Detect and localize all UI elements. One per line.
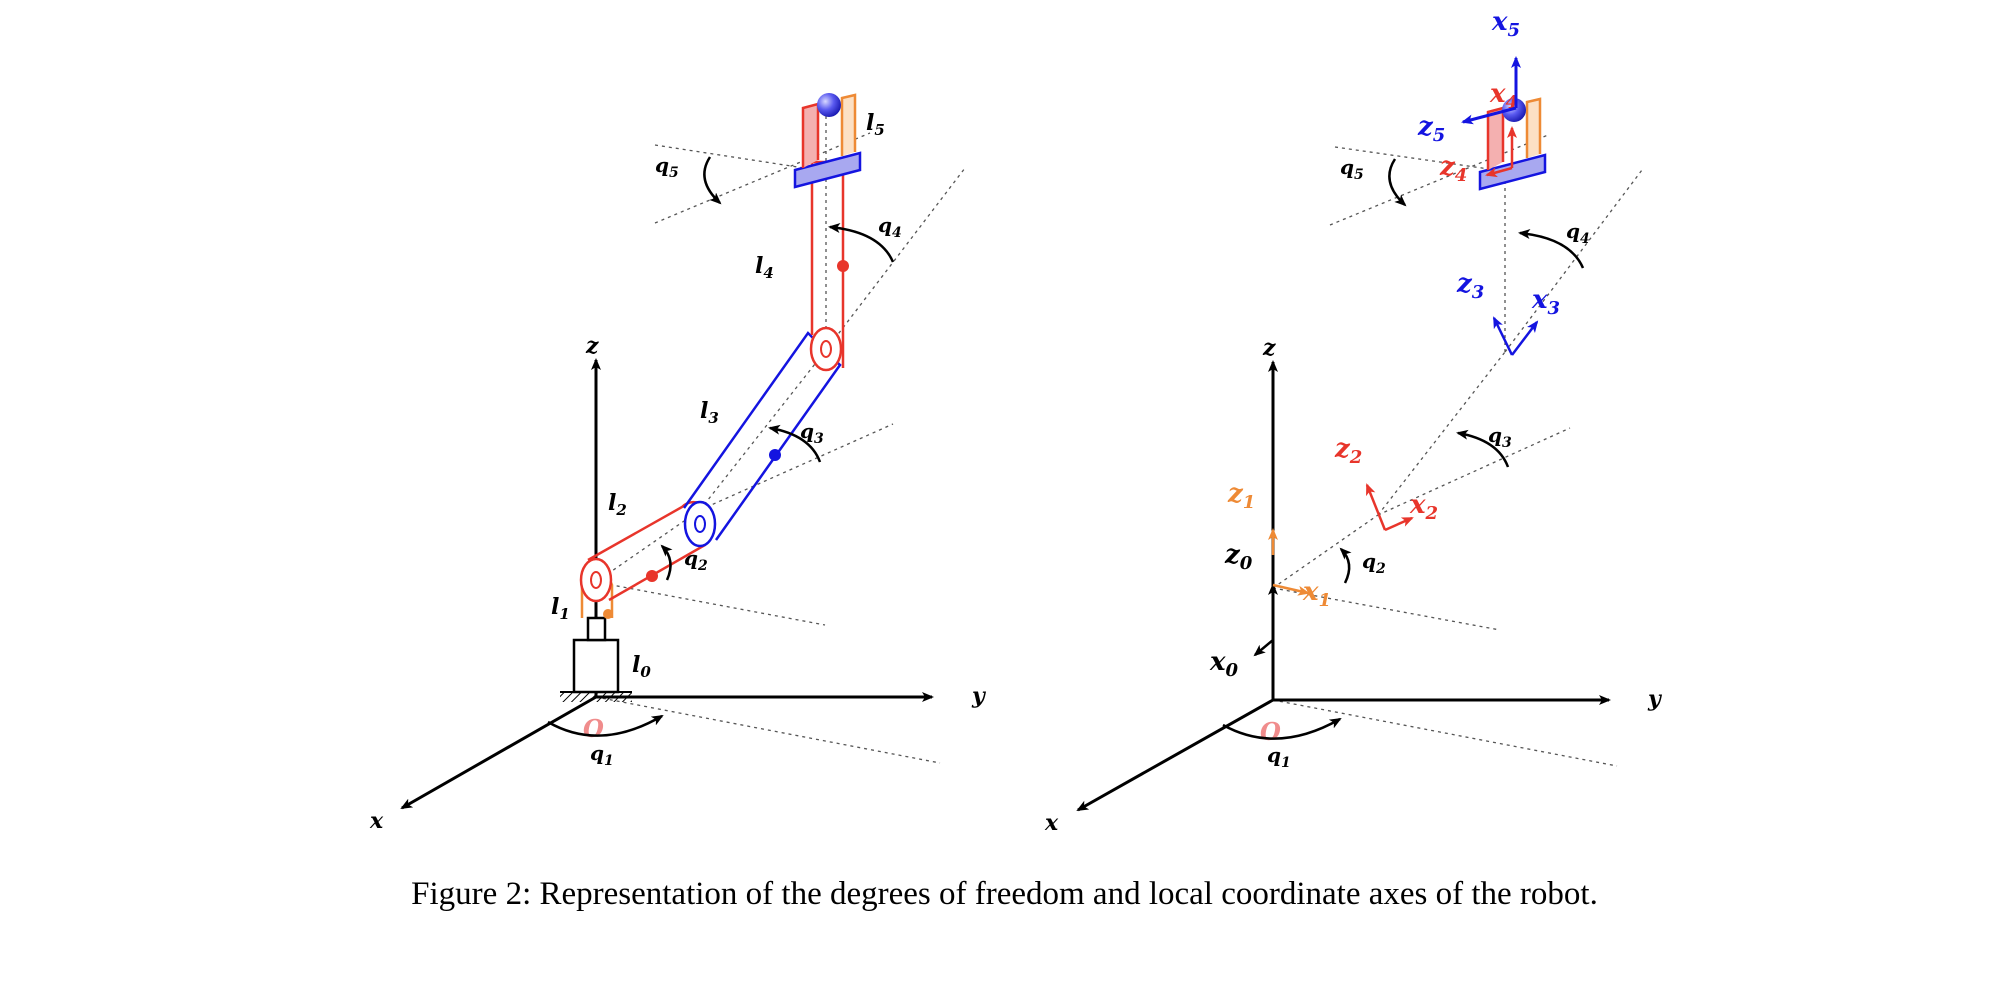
left-l1-label: l1 [551, 594, 570, 623]
right-dotted-guides [1272, 134, 1643, 767]
left-l5-label: l5 [866, 110, 885, 139]
right-frame1-x-arrow [1272, 583, 1310, 596]
left-link3-marker [769, 449, 781, 461]
right-q4-arc [1518, 229, 1585, 269]
left-x-axis [400, 695, 597, 810]
right-diagram: z y x O q1 z0 x0 z1 x1 q2 z2 x2 q3 z3 x3 [1044, 7, 1663, 836]
left-l0-label: l0 [632, 652, 651, 681]
right-x0-label: x0 [1209, 647, 1239, 681]
right-z0-label: z0 [1224, 540, 1253, 574]
right-z4-label: z4 [1439, 152, 1467, 186]
right-z-axis-label: z [1262, 335, 1276, 361]
right-q5-label: q5 [1340, 155, 1364, 183]
left-diagram: z y x O q1 l0 l1 l2 q2 l3 q [369, 93, 987, 834]
left-joint3-ring [683, 500, 717, 548]
right-gripper-red-finger [1486, 106, 1505, 170]
left-l4-label: l4 [755, 253, 774, 282]
left-link2-marker [646, 570, 658, 582]
left-y-axis-label: y [971, 683, 987, 709]
left-q2-label: q2 [684, 546, 708, 574]
right-frame3-x-arrow [1511, 320, 1539, 356]
right-q1-arc [1222, 717, 1342, 740]
right-q2-label: q2 [1362, 549, 1386, 577]
figure-caption: Figure 2: Representation of the degrees … [411, 876, 1598, 912]
right-x5-label: x5 [1491, 7, 1520, 41]
right-q1-label: q1 [1267, 743, 1291, 771]
left-gripper-orange-finger [840, 93, 857, 156]
right-z2-label: z2 [1334, 434, 1362, 468]
right-frame4-z-arrow [1485, 166, 1513, 178]
left-q1-label: q1 [590, 741, 614, 769]
left-q5-arc [703, 156, 722, 205]
right-q2-arc [1339, 547, 1352, 584]
left-l2-label: l2 [608, 490, 627, 519]
left-q4-label: q4 [878, 213, 902, 241]
right-gripper-orange-finger [1525, 97, 1542, 158]
left-q5-label: q5 [655, 153, 679, 181]
left-base-block [572, 638, 620, 694]
right-x2-label: x2 [1409, 490, 1438, 524]
left-x-axis-label: x [369, 808, 384, 834]
right-z5-label: z5 [1417, 112, 1445, 146]
right-frame2-x-arrow [1384, 516, 1414, 532]
left-joint1-pin [603, 609, 613, 619]
left-joint2-ring [579, 557, 613, 603]
left-joint2-pin [590, 571, 602, 589]
right-q3-arc [1456, 429, 1510, 468]
right-y-axis-label: y [1647, 686, 1663, 712]
left-end-effector-ball [817, 93, 841, 117]
left-z-axis-label: z [585, 333, 599, 359]
left-gripper-red-finger [801, 102, 820, 168]
left-q3-label: q3 [800, 419, 824, 447]
right-z3-label: z3 [1456, 269, 1484, 303]
left-wrist-plate [793, 151, 862, 189]
right-frame3-z-arrow [1492, 316, 1514, 356]
left-q1-arc [547, 714, 664, 737]
right-x-axis-label: x [1044, 810, 1059, 836]
right-frame2-z-arrow [1365, 483, 1387, 531]
left-ground-hatch [560, 692, 632, 702]
right-frame0-x-arrow [1253, 639, 1274, 657]
right-x1-label: x1 [1302, 577, 1331, 611]
left-q2-arc [660, 544, 673, 581]
right-origin-label: O [1260, 717, 1281, 746]
left-base-shaft [586, 616, 607, 642]
right-x3-label: x3 [1531, 285, 1560, 319]
right-frame5-z-arrow [1461, 106, 1517, 125]
right-q4-label: q4 [1566, 219, 1590, 247]
left-joint4-pin [820, 340, 832, 358]
left-joint4-ring [809, 326, 843, 372]
left-q3-arc [768, 424, 822, 463]
left-link4-marker [837, 260, 849, 272]
left-joint3-pin [694, 515, 706, 533]
right-q5-arc [1388, 158, 1407, 207]
left-q4-arc [828, 223, 895, 263]
right-wrist-plate [1478, 153, 1547, 191]
right-z1-label: z1 [1227, 479, 1255, 513]
right-x-axis [1076, 698, 1274, 812]
left-l3-label: l3 [700, 398, 719, 427]
right-q3-label: q3 [1488, 423, 1512, 451]
left-origin-label: O [583, 714, 604, 743]
